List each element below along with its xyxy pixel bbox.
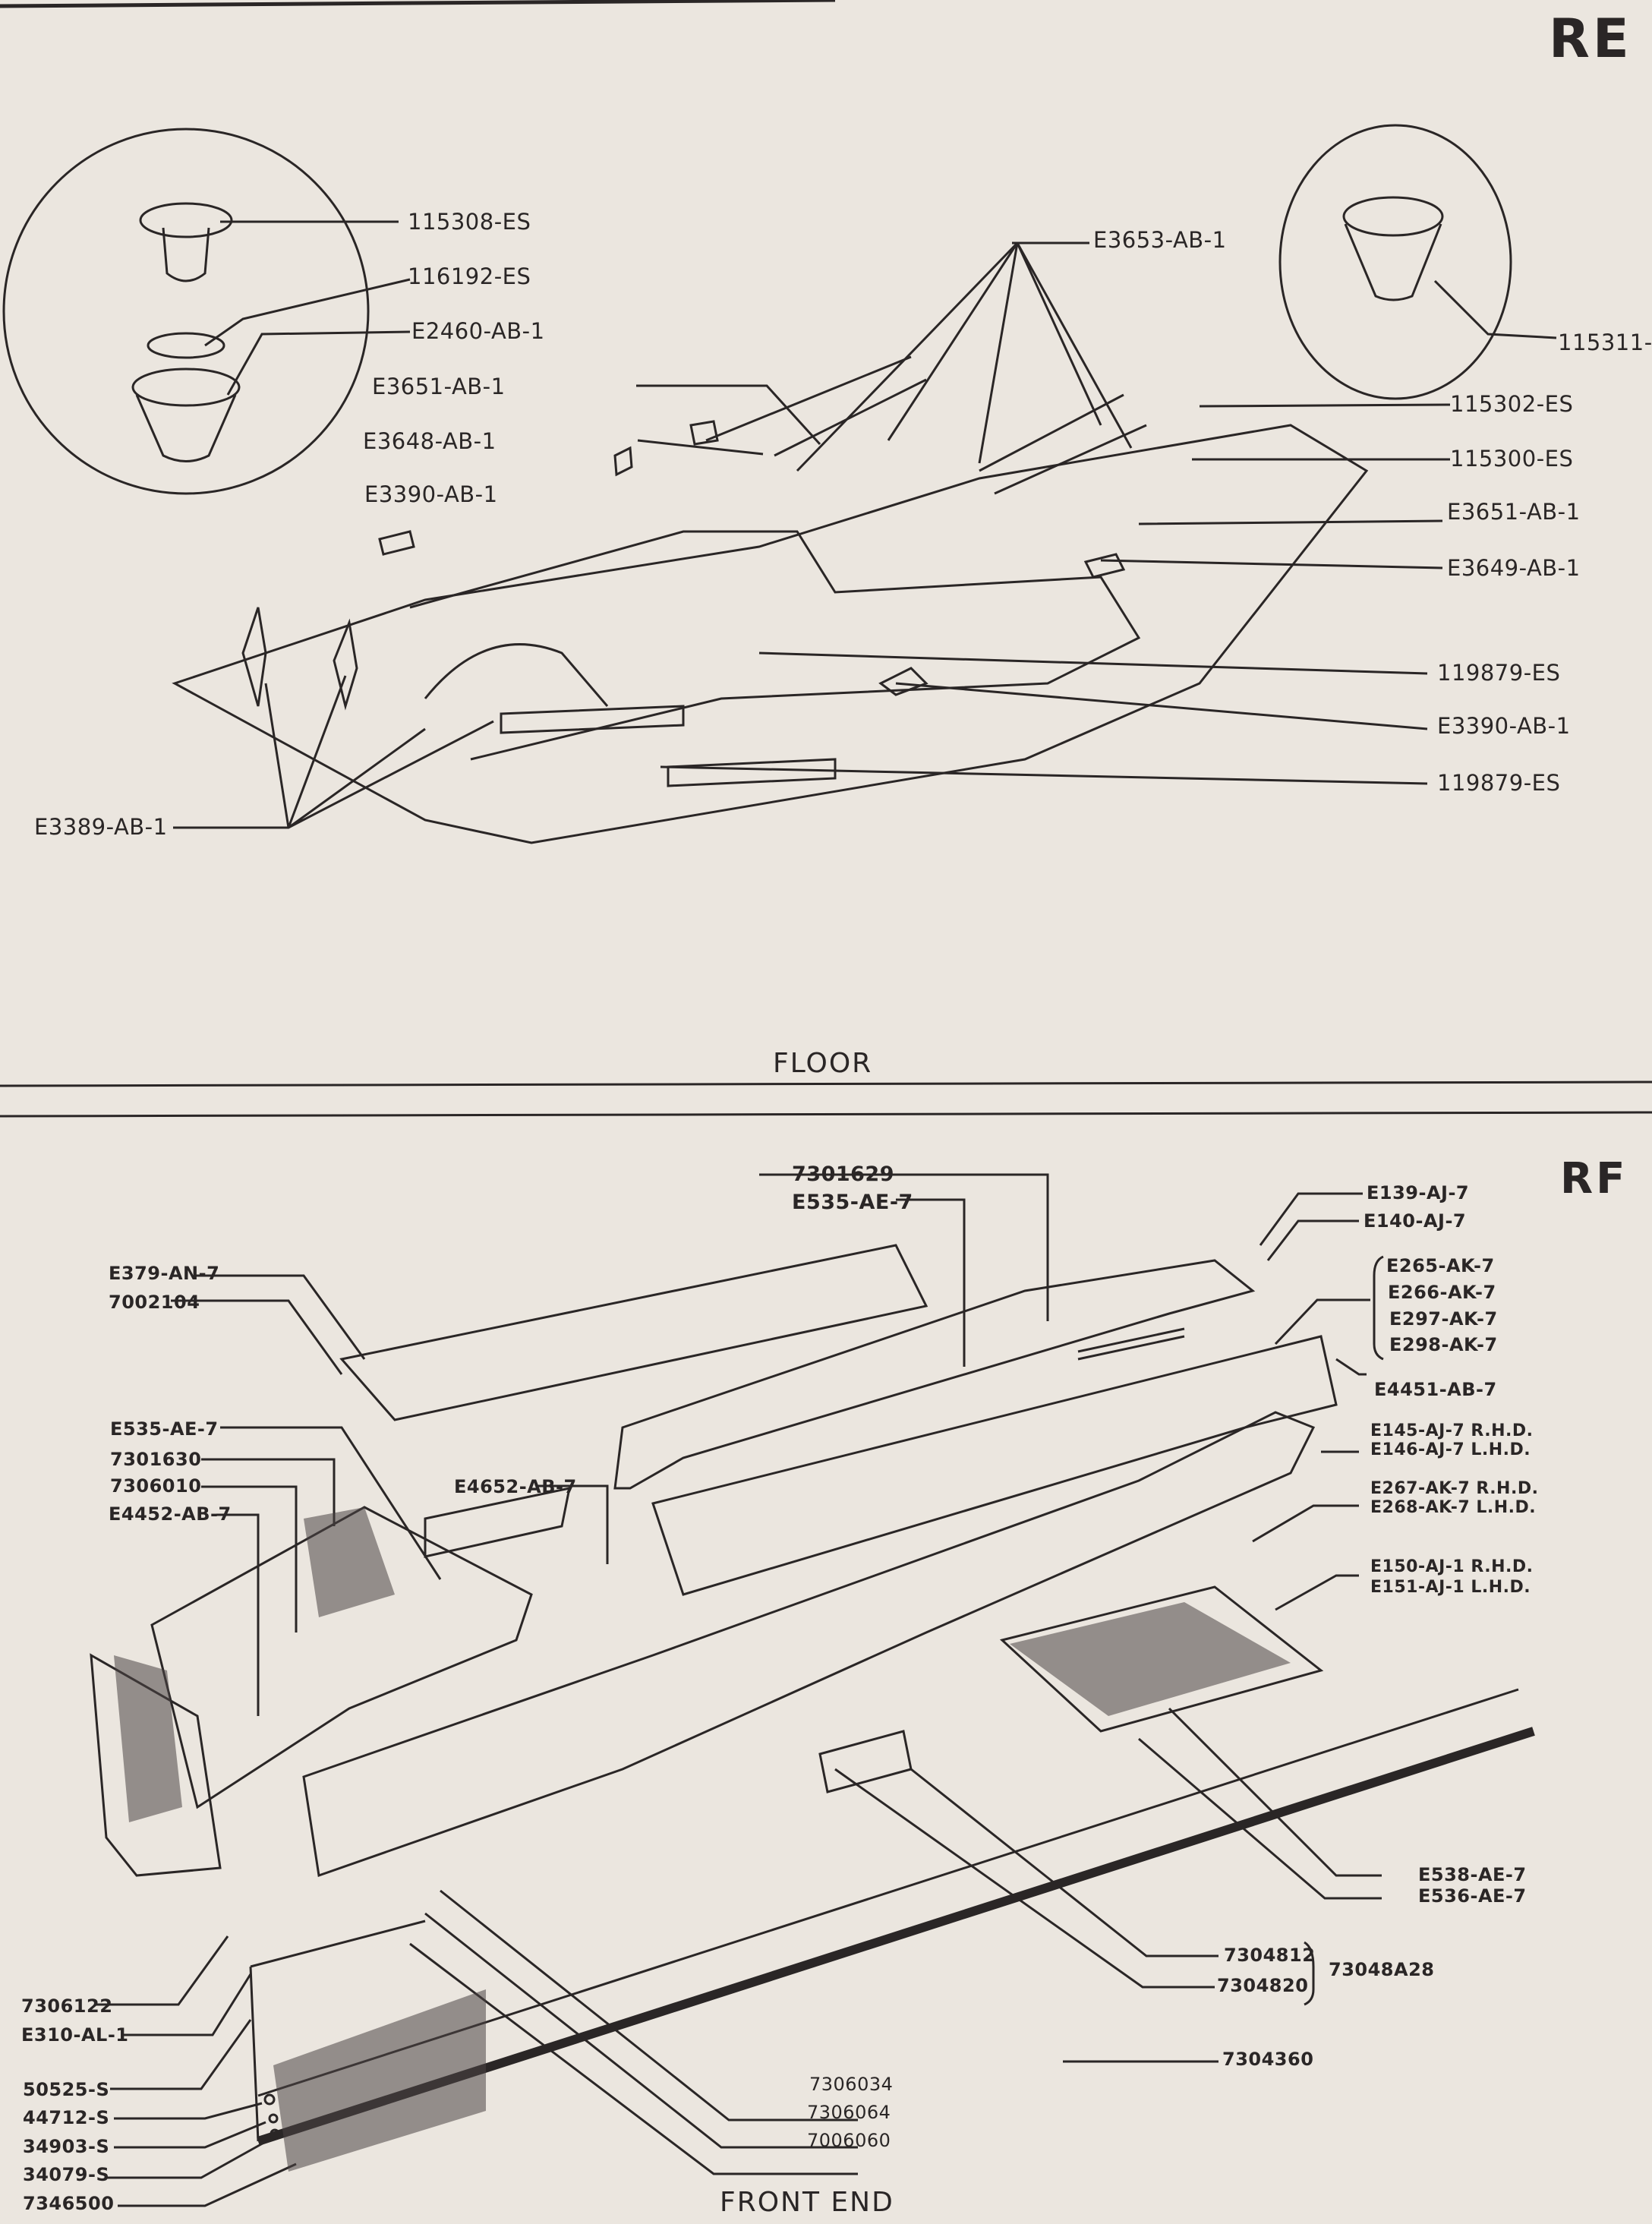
part-label: E297-AK-7 [1389,1308,1498,1330]
instrument-panel [651,1335,1338,1596]
part-label: E266-AK-7 [1388,1282,1496,1303]
part-label: E3653-AB-1 [1093,227,1227,253]
part-label: 7304820 [1217,1975,1309,1996]
part-label: 44712-S [23,2107,110,2128]
part-label: 119879-ES [1437,770,1561,796]
section-divider-2 [0,1111,1652,1118]
part-label: E151-AJ-1 L.H.D. [1370,1578,1531,1597]
part-label: 7304360 [1222,2049,1314,2070]
part-label: 7306034 [809,2074,894,2095]
part-label: 7346500 [23,2193,115,2214]
part-label: E145-AJ-7 R.H.D. [1370,1421,1534,1440]
detail-circle-clips [2,128,370,495]
detail-circle-plug [1278,124,1512,400]
part-label: E268-AK-7 L.H.D. [1370,1498,1537,1517]
part-label: E4652-AB-7 [454,1476,577,1497]
part-label: 7306064 [807,2102,891,2123]
section-divider [0,1080,1652,1087]
part-label: E4452-AB-7 [109,1503,232,1525]
part-label: E139-AJ-7 [1367,1182,1470,1203]
part-label: 34903-S [23,2136,110,2157]
part-label: 7301630 [110,1449,202,1470]
part-label: 119879-ES [1437,660,1561,686]
part-label: E265-AK-7 [1386,1255,1495,1276]
part-label: E3390-AB-1 [1437,713,1571,739]
part-label: E3648-AB-1 [363,428,497,454]
part-label: 115311-ES [1558,330,1652,355]
part-label: 115308-ES [408,209,531,235]
section-header-fragment-mid: RF [1560,1154,1628,1203]
part-label: E3651-AB-1 [1447,499,1581,525]
section-title-front-end: FRONT END [720,2187,894,2218]
part-label: 115300-ES [1450,446,1574,472]
part-label: E140-AJ-7 [1364,1210,1467,1232]
part-label: 7301629 [792,1162,895,1186]
defroster-grille [339,1244,928,1421]
part-label: E2460-AB-1 [411,318,545,344]
part-label: E3649-AB-1 [1447,555,1581,581]
part-label: 50525-S [23,2079,110,2100]
part-label: E535-AE-7 [110,1418,219,1440]
part-label: 7304812 [1224,1945,1316,1966]
part-label: E146-AJ-7 L.H.D. [1370,1440,1531,1459]
part-label: 7306122 [21,1995,113,2017]
part-label: E150-AJ-1 R.H.D. [1370,1557,1534,1576]
part-label: 7306010 [110,1475,202,1497]
part-label: E535-AE-7 [792,1191,913,1214]
section-header-fragment-top: RE [1549,8,1632,70]
top-border [0,0,836,8]
part-label: E536-AE-7 [1418,1885,1527,1907]
part-label: E538-AE-7 [1418,1864,1527,1885]
part-label: 7006060 [807,2130,891,2151]
part-label: 34079-S [23,2164,110,2185]
part-label: E267-AK-7 R.H.D. [1370,1479,1539,1498]
part-label: 116192-ES [408,263,531,289]
section-title-floor: FLOOR [773,1048,873,1079]
part-label: E3389-AB-1 [34,814,168,840]
part-label: E3651-AB-1 [372,374,506,399]
part-label: 73048A28 [1329,1959,1435,1980]
part-label: E3390-AB-1 [364,481,498,507]
part-label: 7002104 [109,1292,200,1313]
part-label: E4451-AB-7 [1374,1379,1497,1400]
part-label: E379-AN-7 [109,1263,220,1284]
part-label: 115302-ES [1450,391,1574,417]
part-label: E298-AK-7 [1389,1334,1498,1355]
part-label: E310-AL-1 [21,2024,129,2046]
